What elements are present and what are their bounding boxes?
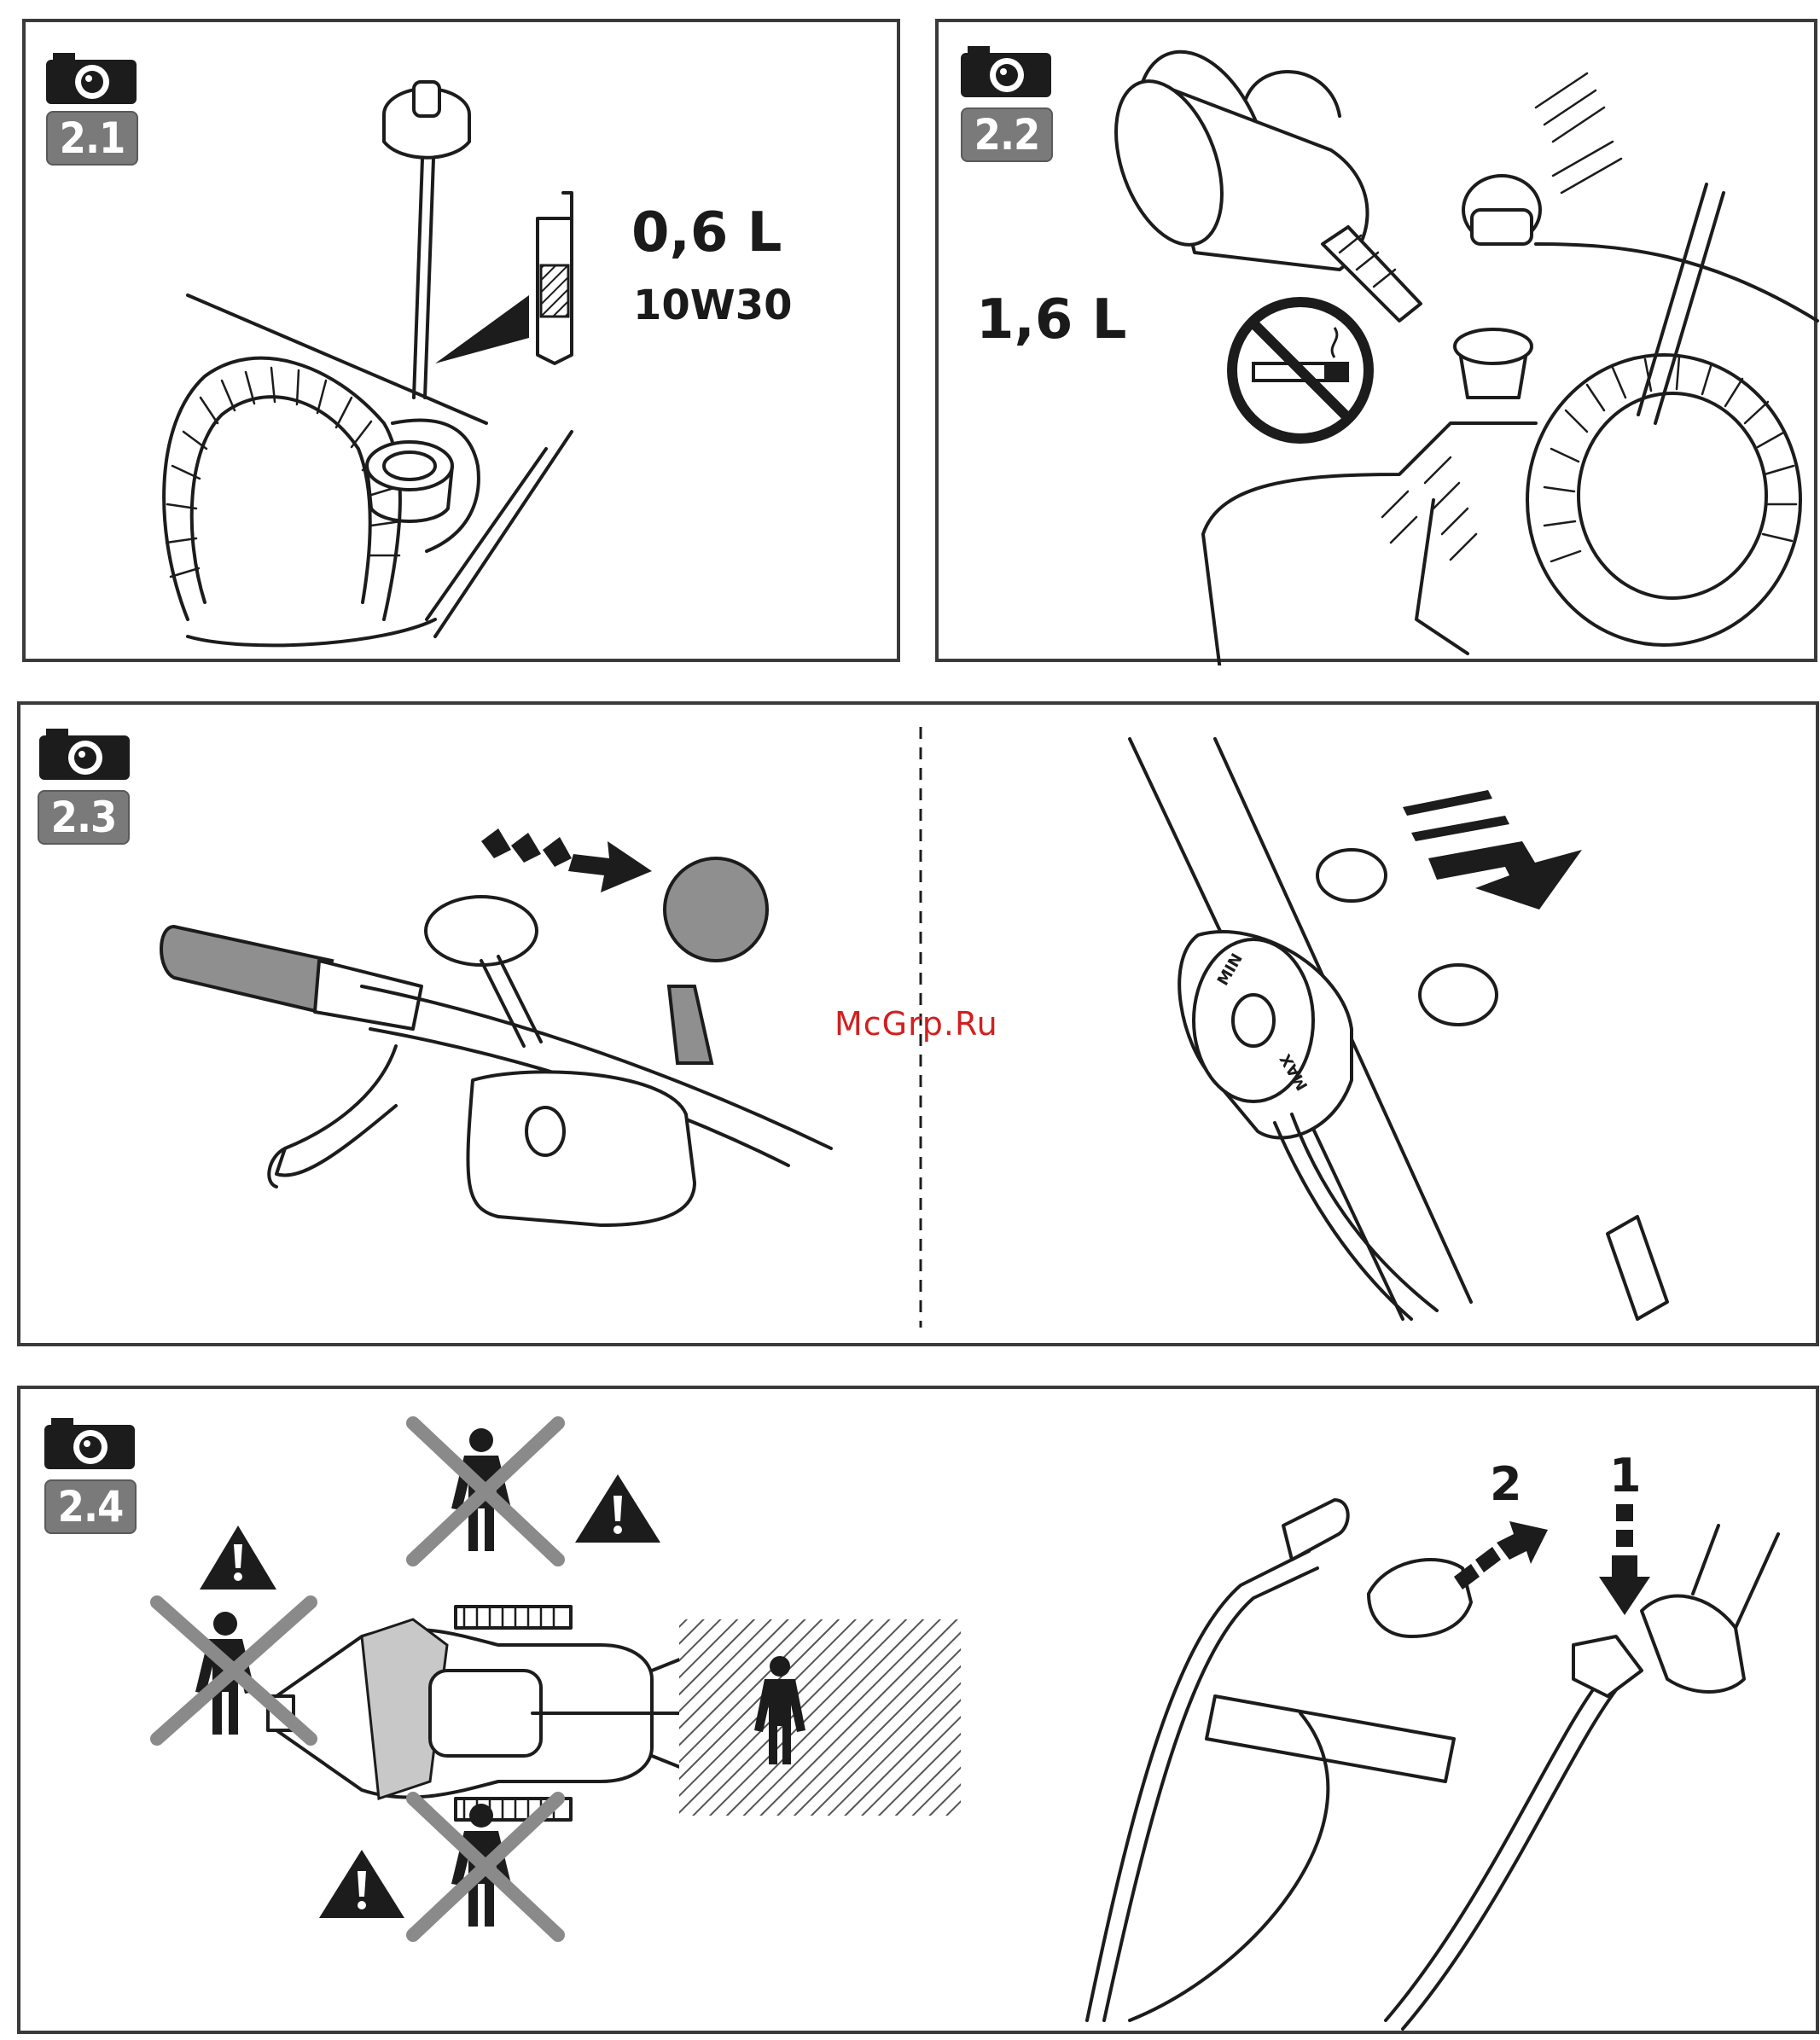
- camera-icon: [38, 725, 131, 782]
- fuel-volume: 1,6 L: [976, 288, 1126, 352]
- figure-badge: 2.1: [46, 111, 138, 166]
- camera-icon: [44, 49, 138, 106]
- watermark: McGrp.Ru: [834, 1005, 998, 1043]
- camera-icon: [43, 1415, 137, 1471]
- panel-2-1: 2.1 0,6 L 10W30: [22, 19, 900, 662]
- safety-start-illustration: [20, 1389, 1820, 2037]
- oil-volume: 0,6 L: [631, 201, 782, 264]
- panel-2-4: 2.4 2 1: [17, 1386, 1819, 2034]
- warning-icon: [575, 1474, 660, 1543]
- figure-badge: 2.3: [38, 790, 130, 845]
- figure-badge: 2.2: [961, 108, 1053, 162]
- step-2-label: 2: [1490, 1457, 1522, 1511]
- step-1-label: 1: [1609, 1449, 1642, 1502]
- camera-icon: [959, 43, 1053, 99]
- no-smoking-icon: [1224, 294, 1377, 447]
- panel-2-2: 2.2 1,6 L: [935, 19, 1817, 662]
- figure-badge: 2.4: [44, 1479, 137, 1534]
- oil-grade: 10W30: [633, 282, 793, 329]
- oil-fill-illustration: [26, 22, 904, 665]
